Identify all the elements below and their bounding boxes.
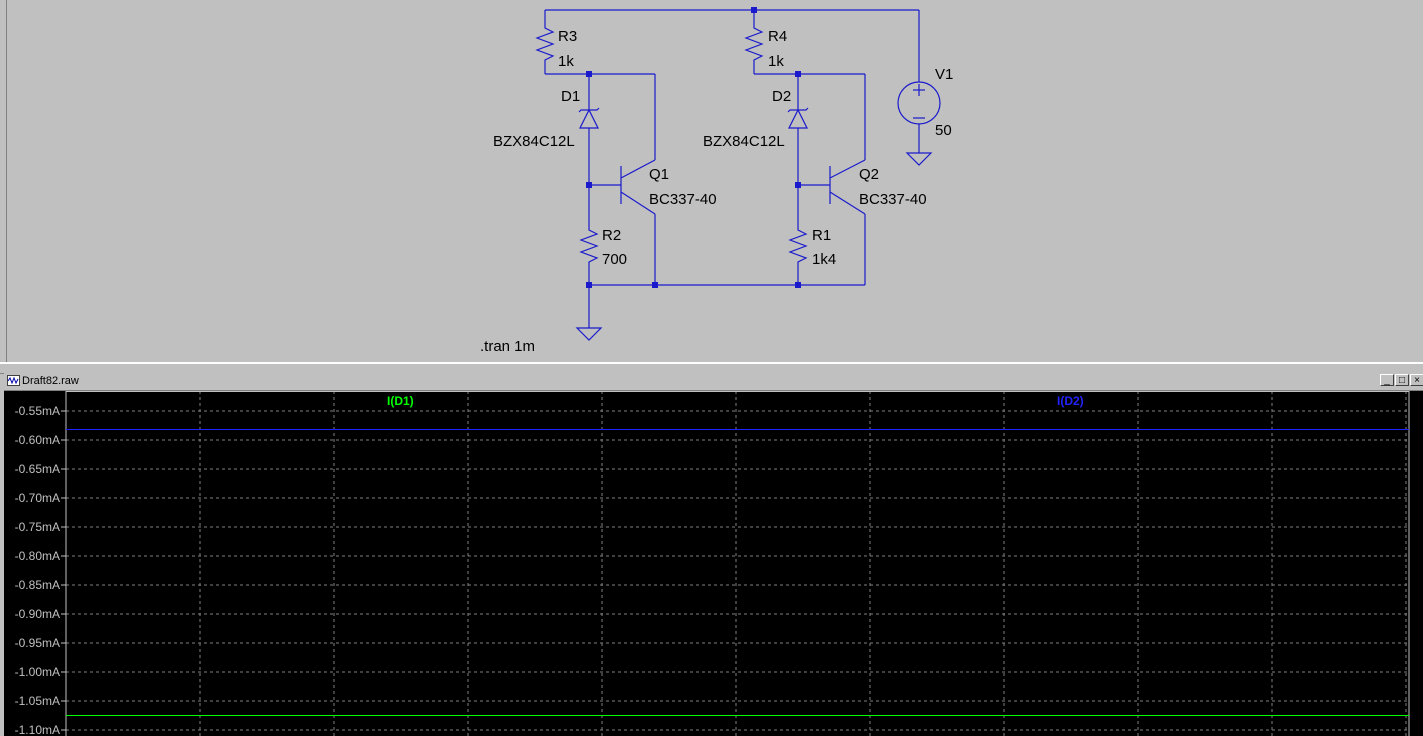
r4-value[interactable]: 1k — [768, 53, 784, 70]
y-tick-label[interactable]: -0.60mA — [15, 433, 60, 447]
trace-label-i-d2[interactable]: I(D2) — [1057, 394, 1084, 408]
r3-value[interactable]: 1k — [558, 53, 574, 70]
q2-model[interactable]: BC337-40 — [859, 191, 927, 208]
r4-name[interactable]: R4 — [768, 28, 788, 45]
schematic-canvas[interactable] — [7, 0, 1423, 362]
resistor-r1[interactable] — [788, 222, 808, 270]
resistor-r3[interactable] — [535, 22, 555, 66]
waveform-plot-canvas[interactable]: -0.55mA -0.60mA -0.65mA -0.70mA -0.75mA -0.80… — [4, 391, 1423, 736]
trace-label-i-d1[interactable]: I(D1) — [387, 394, 414, 408]
spice-directive[interactable]: .tran 1m — [480, 338, 536, 355]
y-tick-label[interactable]: -0.75mA — [15, 520, 60, 534]
waveform-titlebar[interactable]: Draft82.raw _ □ × — [4, 372, 1423, 391]
y-tick-label[interactable]: -1.05mA — [15, 694, 60, 708]
d1-model[interactable]: BZX84C12L — [493, 133, 575, 150]
resistor-r2[interactable] — [579, 222, 599, 270]
y-tick-label[interactable]: -1.10mA — [15, 723, 60, 736]
q1-name[interactable]: Q1 — [649, 166, 670, 183]
close-button[interactable]: × — [1410, 374, 1423, 386]
d2-name[interactable]: D2 — [772, 88, 792, 105]
y-tick-label[interactable]: -0.85mA — [15, 578, 60, 592]
y-tick-label[interactable]: -0.80mA — [15, 549, 60, 563]
d1-name[interactable]: D1 — [561, 88, 581, 105]
waveform-window-title: Draft82.raw — [22, 375, 79, 387]
waveform-window-icon — [7, 375, 20, 386]
q2-name[interactable]: Q2 — [859, 166, 880, 183]
waveform-plot[interactable]: -0.55mA -0.60mA -0.65mA -0.70mA -0.75mA -0.80… — [4, 391, 1423, 736]
y-tick-label[interactable]: -0.65mA — [15, 462, 60, 476]
y-tick-label[interactable]: -1.00mA — [15, 665, 60, 679]
ground-symbol-main — [575, 327, 603, 341]
resistor-r4[interactable] — [744, 22, 764, 66]
r1-value[interactable]: 1k4 — [812, 251, 837, 268]
minimize-button[interactable]: _ — [1380, 374, 1394, 386]
r1-name[interactable]: R1 — [812, 227, 832, 244]
r2-value[interactable]: 700 — [602, 251, 628, 268]
y-tick-label[interactable]: -0.70mA — [15, 491, 60, 505]
schematic-editor[interactable]: R3 1k R4 1k D1 BZX84C12L D2 BZX84C12L Q1… — [6, 0, 1423, 362]
ground-symbol-v1 — [905, 152, 933, 166]
v1-value[interactable]: 50 — [935, 122, 952, 139]
y-tick-label[interactable]: -0.90mA — [15, 607, 60, 621]
r2-name[interactable]: R2 — [602, 227, 622, 244]
y-tick-label[interactable]: -0.55mA — [15, 404, 60, 418]
junction-dots — [586, 7, 801, 288]
r3-name[interactable]: R3 — [558, 28, 578, 45]
zener-d2[interactable] — [788, 108, 808, 129]
v1-name[interactable]: V1 — [935, 66, 954, 83]
q1-model[interactable]: BC337-40 — [649, 191, 717, 208]
d2-model[interactable]: BZX84C12L — [703, 133, 785, 150]
y-tick-label[interactable]: -0.95mA — [15, 636, 60, 650]
zener-d1[interactable] — [579, 108, 599, 129]
maximize-button[interactable]: □ — [1395, 374, 1409, 386]
